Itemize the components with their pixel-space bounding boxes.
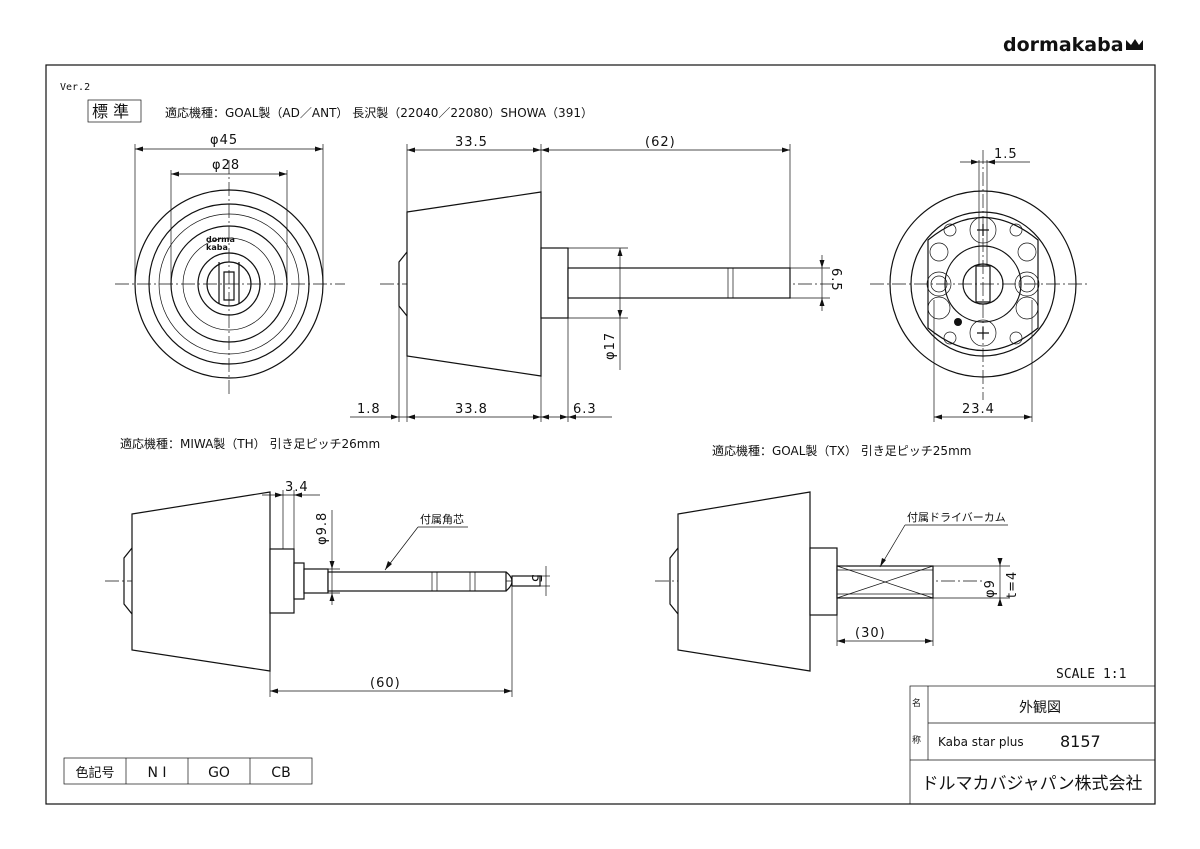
dim-d28: φ28 — [212, 158, 240, 173]
dim-d45: φ45 — [210, 133, 238, 148]
dim-d9: φ9 — [983, 579, 998, 598]
dim-23-4: 23.4 — [962, 402, 995, 417]
color-code-header: 色記号 — [75, 765, 114, 781]
dim-6-5: 6.5 — [828, 268, 843, 292]
brand-logo: dormakaba — [1003, 34, 1143, 56]
title-block: 名 称 外観図 Kaba star plus 8157 ドルマカバジャパン株式会… — [909, 685, 1156, 805]
title-product-number: 8157 — [1060, 732, 1101, 751]
standard-label: 標 準 — [92, 102, 129, 121]
dim-1-8: 1.8 — [357, 402, 381, 417]
dim-60: (60) — [370, 676, 401, 691]
front-logo-line2: kaba — [206, 243, 228, 252]
note-driver-cam: 付属ドライバーカム — [907, 511, 1006, 524]
front-view: dorma kaba φ45 φ28 — [115, 133, 345, 395]
front-logo-line1: dorma — [206, 235, 235, 244]
standard-box — [87, 99, 142, 123]
mid-right-fit-label: 適応機種：GOAL製（TX） 引き足ピッチ25mm — [712, 443, 971, 458]
mid-left-fit-label: 適応機種：MIWA製（TH） 引き足ピッチ26mm — [120, 436, 380, 451]
color-code-go: GO — [208, 765, 230, 781]
crown-icon — [1126, 39, 1143, 50]
note-kakushin: 付属角芯 — [420, 512, 464, 526]
dim-62: (62) — [645, 135, 676, 150]
top-fit-label: 適応機種：GOAL製（AD／ANT） 長沢製（22040／22080）SHOWA… — [165, 105, 593, 120]
dim-30: (30) — [855, 626, 886, 641]
dim-33-5: 33.5 — [455, 135, 488, 150]
scale-label: SCALE 1:1 — [1056, 667, 1126, 682]
dim-6-3: 6.3 — [573, 402, 597, 417]
brand-text: dormakaba — [1003, 34, 1124, 56]
back-view: 1.5 23.4 — [870, 147, 1090, 422]
title-name-label-2: 称 — [912, 734, 921, 746]
dim-d17: φ17 — [603, 332, 618, 360]
color-code-table: 色記号 N I GO CB — [63, 757, 313, 785]
dim-5: 5 — [528, 574, 543, 583]
dim-1-5: 1.5 — [994, 147, 1018, 162]
color-code-ni: N I — [147, 765, 166, 781]
dim-3-4: 3.4 — [285, 480, 309, 495]
title-drawing-type: 外観図 — [1019, 699, 1061, 716]
title-name-label-1: 名 — [912, 697, 921, 709]
bottom-left-view: 3.4 φ9.8 5 (60) 付属角芯 — [105, 480, 550, 697]
title-product-name: Kaba star plus — [938, 735, 1024, 749]
title-company: ドルマカバジャパン株式会社 — [922, 774, 1143, 794]
color-code-cb: CB — [271, 765, 290, 781]
bottom-right-view: φ9 t=4 (30) 付属ドライバーカム — [655, 491, 1020, 672]
version-label: Ver.2 — [60, 82, 90, 93]
dim-t4: t=4 — [1005, 571, 1020, 598]
side-view: 33.5 (62) 6.5 φ17 1.8 33.8 6.3 — [350, 135, 843, 422]
dim-d9-8: φ9.8 — [315, 512, 330, 545]
dim-33-8: 33.8 — [455, 402, 488, 417]
drawing-border — [45, 64, 1156, 805]
